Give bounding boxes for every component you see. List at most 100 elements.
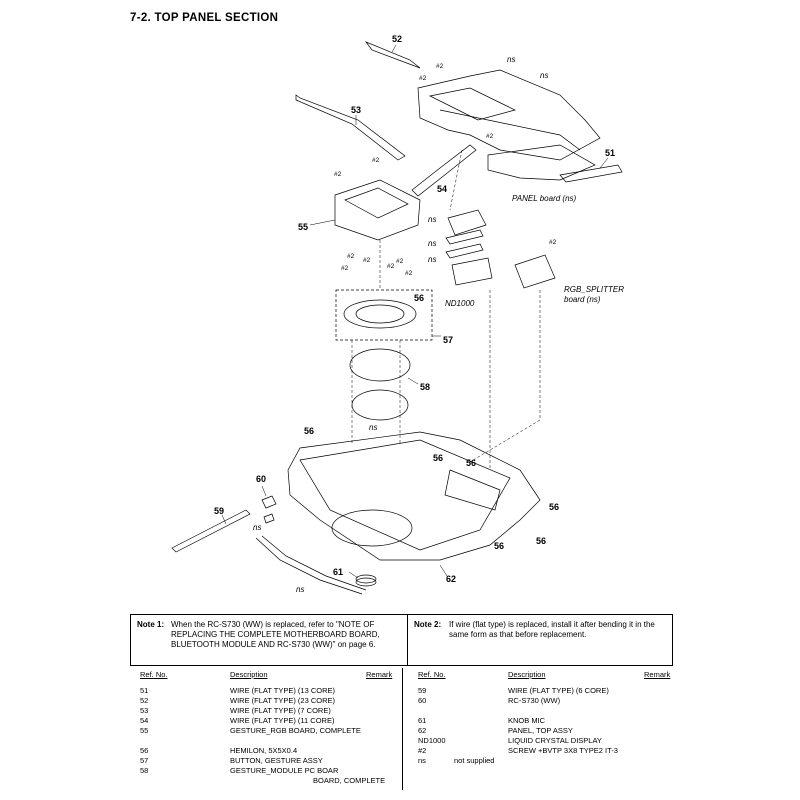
ref-no: 55 [140, 726, 149, 735]
part-description: GESTURE_RGB BOARD, COMPLETE [230, 726, 361, 735]
ref-no: 59 [418, 686, 427, 695]
screw-label: #2 [341, 265, 349, 272]
gesture-module-disc [349, 348, 411, 382]
ref-no: #2 [418, 746, 427, 755]
screw-label: #2 [405, 270, 413, 277]
callout-53: 53 [351, 105, 361, 115]
callout-56-a: 56 [414, 293, 424, 303]
part-description: HEMILON, 5X5X0.4 [230, 746, 298, 755]
ref-no: 62 [418, 726, 427, 735]
table-divider [402, 668, 403, 790]
wire-59 [171, 509, 251, 553]
part-description: RC-S730 (WW) [508, 696, 561, 705]
note1-text: When the RC-S730 (WW) is replaced, refer… [171, 620, 380, 649]
callout-56-g: 56 [536, 536, 546, 546]
wire-51 [559, 164, 623, 183]
part-description: SCREW +BVTP 3X8 TYPE2 IT-3 [508, 746, 618, 755]
remark-header: Remark [366, 670, 393, 679]
ref-no: ns [418, 756, 426, 765]
ref-header: Ref. No. [418, 670, 446, 679]
callout-56-d: 56 [466, 458, 476, 468]
ref-no: 60 [418, 696, 427, 705]
callout-61: 61 [333, 567, 343, 577]
ns-label: ns [428, 239, 436, 248]
section-title: 7-2. TOP PANEL SECTION [130, 12, 279, 24]
callout-59: 59 [214, 506, 224, 516]
rc-s730 [261, 495, 277, 509]
screw-label: #2 [436, 63, 444, 70]
ref-no: ND1000 [418, 736, 446, 745]
ref-no: 54 [140, 716, 149, 725]
callout-54: 54 [437, 184, 447, 194]
rgb-splitter-board [514, 254, 556, 289]
callout-60: 60 [256, 474, 266, 484]
callout-56-b: 56 [304, 426, 314, 436]
part-description: WIRE (FLAT TYPE) (11 CORE) [230, 716, 335, 725]
notes-box: Note 1: When the RC-S730 (WW) is replace… [130, 614, 673, 666]
panel-board-label: PANEL board (ns) [512, 194, 577, 203]
screw-label: #2 [549, 239, 557, 246]
ns-label: ns [507, 55, 515, 64]
callout-56-e: 56 [549, 502, 559, 512]
screw-label: #2 [486, 133, 494, 140]
part-description: BOARD, COMPLETE [313, 776, 386, 785]
callout-55: 55 [298, 222, 308, 232]
screw-label: #2 [347, 253, 355, 260]
screw-label: #2 [334, 171, 342, 178]
note2-text: If wire (flat type) is replaced, install… [449, 620, 655, 639]
button-gesture-assy-box [335, 289, 433, 341]
callout-62: 62 [446, 574, 456, 584]
callout-56-c: 56 [433, 453, 443, 463]
top-panel-assy [287, 431, 541, 561]
ref-no: 52 [140, 696, 149, 705]
exploded-view-diagram: 52 53 51 54 55 56 57 58 56 56 56 56 56 6… [171, 34, 624, 595]
wire-54 [411, 144, 477, 197]
ref-no: 58 [140, 766, 149, 775]
ns-label: ns [540, 71, 548, 80]
notes-divider [407, 615, 408, 665]
part-description: not supplied [454, 756, 495, 765]
nd1000-label: ND1000 [445, 299, 475, 308]
wire-52 [364, 41, 421, 69]
panel-board [487, 144, 596, 181]
screw-label: #2 [419, 75, 427, 82]
top-bracket [417, 69, 601, 161]
note1-label: Note 1: [137, 620, 165, 629]
part-description: KNOB MIC [508, 716, 546, 725]
part-description: GESTURE_MODULE PC BOAR [230, 766, 339, 775]
part-description: WIRE (FLAT TYPE) (6 CORE) [508, 686, 609, 695]
ref-no: 56 [140, 746, 149, 755]
screw-label: #2 [396, 258, 404, 265]
ref-no: 53 [140, 706, 149, 715]
screw-label: #2 [363, 257, 371, 264]
ref-no: 57 [140, 756, 149, 765]
callout-51: 51 [605, 148, 615, 158]
gesture-rgb-board [334, 179, 421, 241]
ref-header: Ref. No. [140, 670, 168, 679]
rgb-splitter-label-2: board (ns) [564, 295, 601, 304]
wire-53 [295, 94, 406, 161]
part-description: WIRE (FLAT TYPE) (23 CORE) [230, 696, 336, 705]
ns-label: ns [428, 215, 436, 224]
rgb-splitter-label-1: RGB_SPLITTER [564, 285, 624, 294]
nd1000-display [451, 257, 493, 286]
remark-header: Remark [644, 670, 671, 679]
part-description: PANEL, TOP ASSY [508, 726, 573, 735]
ref-no: 61 [418, 716, 427, 725]
screw-label: #2 [372, 157, 380, 164]
description-header: Description [230, 670, 268, 679]
ref-no: 51 [140, 686, 149, 695]
part-description: LIQUID CRYSTAL DISPLAY [508, 736, 602, 745]
callout-52: 52 [392, 34, 402, 44]
part-description: WIRE (FLAT TYPE) (7 CORE) [230, 706, 331, 715]
ns-label: ns [428, 255, 436, 264]
description-header: Description [508, 670, 546, 679]
knob-mic [355, 577, 377, 587]
ns-label: ns [253, 523, 261, 532]
note2-label: Note 2: [414, 620, 442, 629]
callout-56-f: 56 [494, 541, 504, 551]
ns-label: ns [296, 585, 304, 594]
callout-58: 58 [420, 382, 430, 392]
lcd-frame [447, 209, 487, 236]
part-description: BUTTON, GESTURE ASSY [230, 756, 323, 765]
